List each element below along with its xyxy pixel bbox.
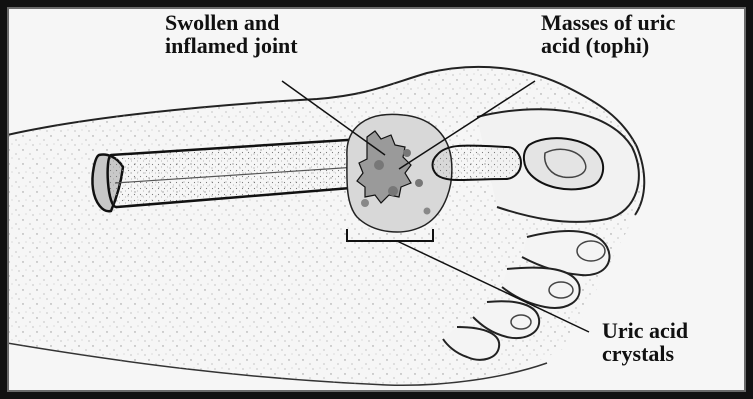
label-swollen-inflamed-joint: Swollen and inflamed joint bbox=[165, 11, 298, 57]
proximal-phalanx bbox=[433, 145, 522, 180]
label-crystals-line-2: crystals bbox=[602, 342, 688, 365]
label-uric-acid-crystals: Uric acid crystals bbox=[602, 319, 688, 365]
label-tophi-line-1: Masses of uric bbox=[541, 11, 675, 34]
label-swollen-line-1: Swollen and bbox=[165, 11, 298, 34]
label-swollen-line-2: inflamed joint bbox=[165, 34, 298, 57]
label-crystals-line-1: Uric acid bbox=[602, 319, 688, 342]
label-tophi: Masses of uric acid (tophi) bbox=[541, 11, 675, 57]
label-tophi-line-2: acid (tophi) bbox=[541, 34, 675, 57]
